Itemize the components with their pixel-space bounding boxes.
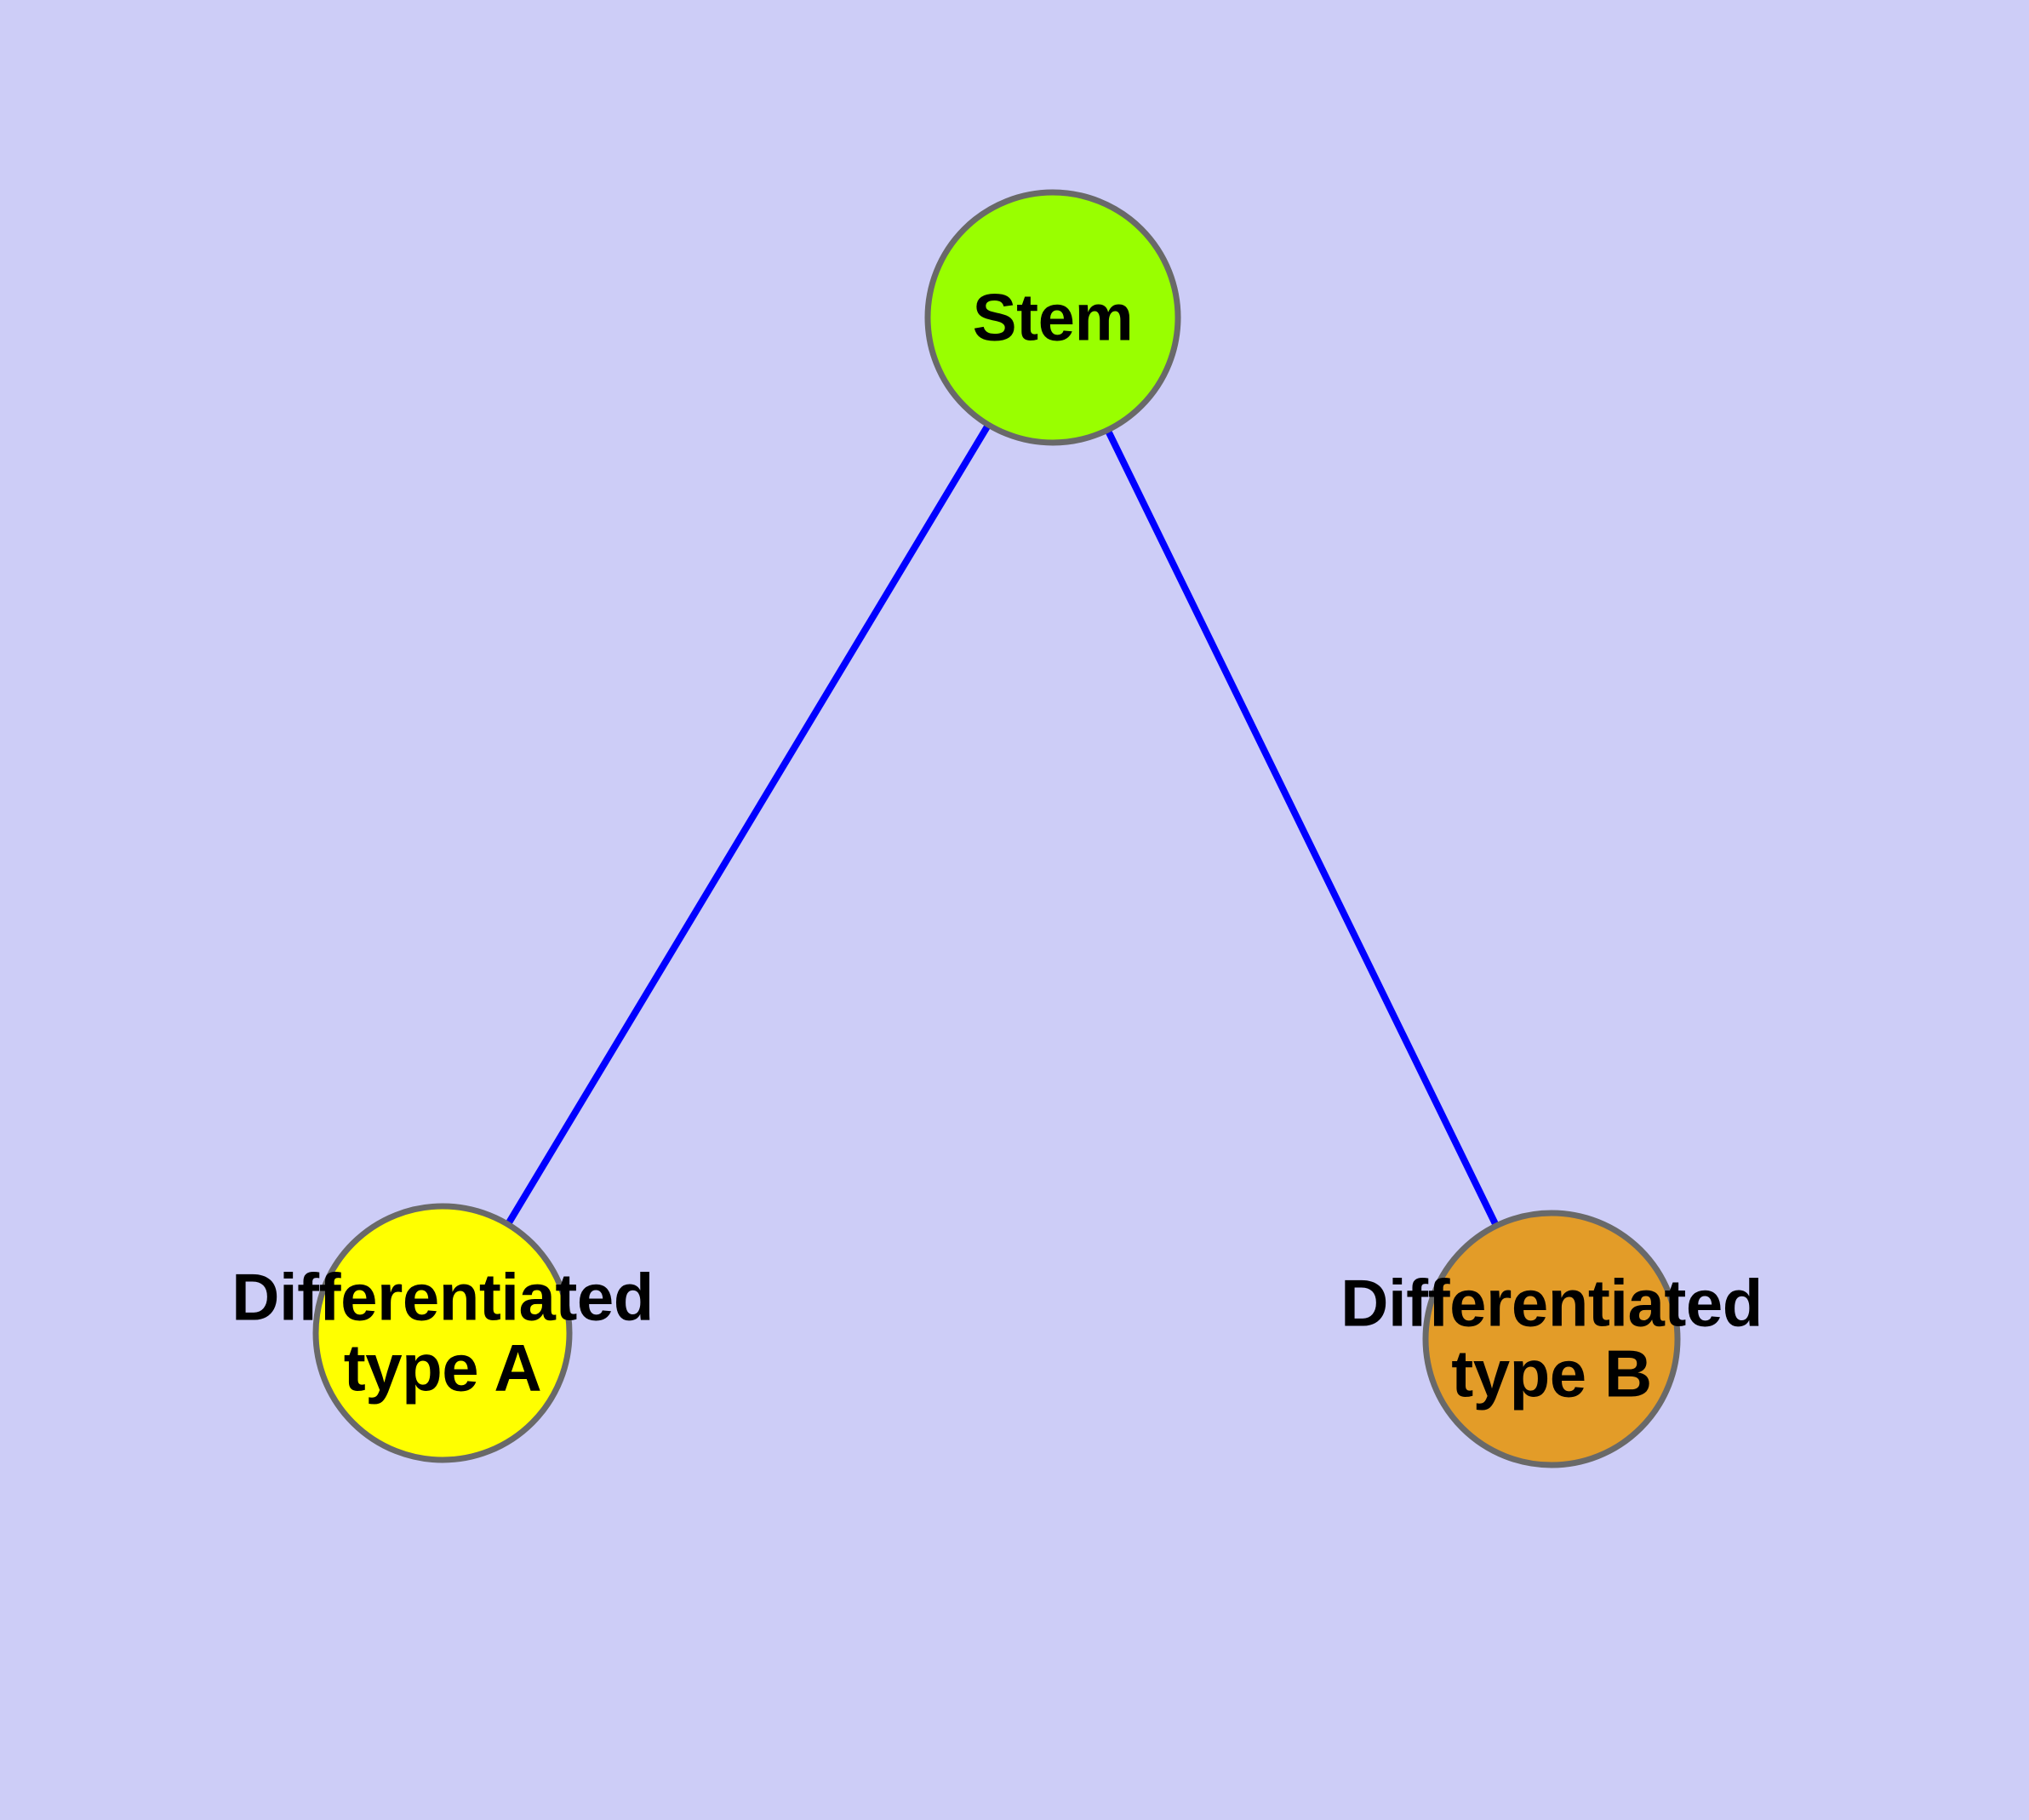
node-layer <box>312 189 1681 1468</box>
node-differentiated-type-b[interactable] <box>1422 1210 1681 1468</box>
edge-stem-to-differentiated-type-a[interactable] <box>439 315 1056 1336</box>
node-stem[interactable] <box>924 189 1181 446</box>
edge-layer <box>439 315 1555 1341</box>
edge-stem-to-differentiated-type-b[interactable] <box>1049 316 1555 1341</box>
node-differentiated-type-a[interactable] <box>312 1203 573 1463</box>
